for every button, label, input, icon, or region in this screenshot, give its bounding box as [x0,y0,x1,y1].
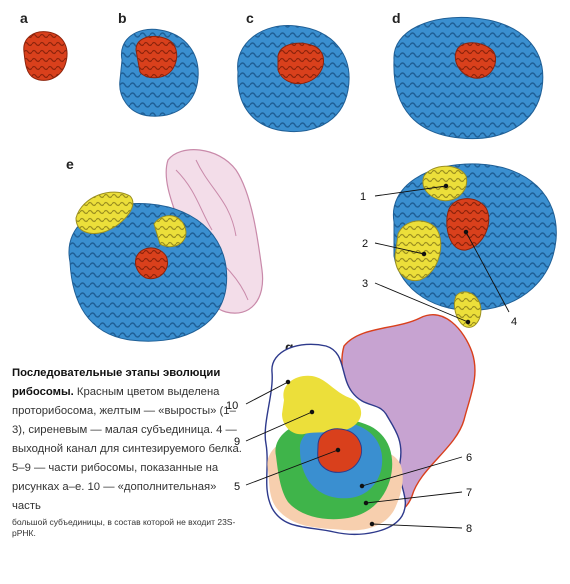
ribosome-stage-b [119,28,199,117]
ribosome-stage-e [68,149,264,342]
ribosome-stage-f [392,163,557,328]
ribosome-stage-c [237,25,350,132]
panel-label-b: b [118,10,127,26]
callout-leader-lines [245,183,510,529]
yellow-region-9 [282,375,362,435]
panel-label-g: g [285,339,294,355]
figure-caption: Последовательные этапы эволюции рибосомы… [12,364,244,539]
callout-8: 8 [466,523,472,535]
callout-4: 4 [511,316,517,328]
panel-label-e: e [66,156,74,172]
ribosome-schematic-g [264,314,476,535]
callout-6: 6 [466,452,472,464]
caption-title: Последовательные этапы эволюции рибосомы… [12,367,221,398]
caption-body: Красным цветом выделена проторибосома, ж… [12,386,242,512]
panel-label-d: d [392,10,401,26]
callout-5: 5 [234,481,240,493]
ribosome-stage-d [393,16,544,140]
callout-2: 2 [362,238,368,250]
callout-7: 7 [466,487,472,499]
callout-1: 1 [360,191,366,203]
panel-label-a: a [20,10,28,26]
callout-3: 3 [362,278,368,290]
panel-label-c: c [246,10,254,26]
caption-footnote: большой субъединицы, в состав которой не… [12,517,236,538]
ribosome-stage-a [23,31,68,81]
callout-9: 9 [234,436,240,448]
callout-10: 10 [226,400,238,412]
